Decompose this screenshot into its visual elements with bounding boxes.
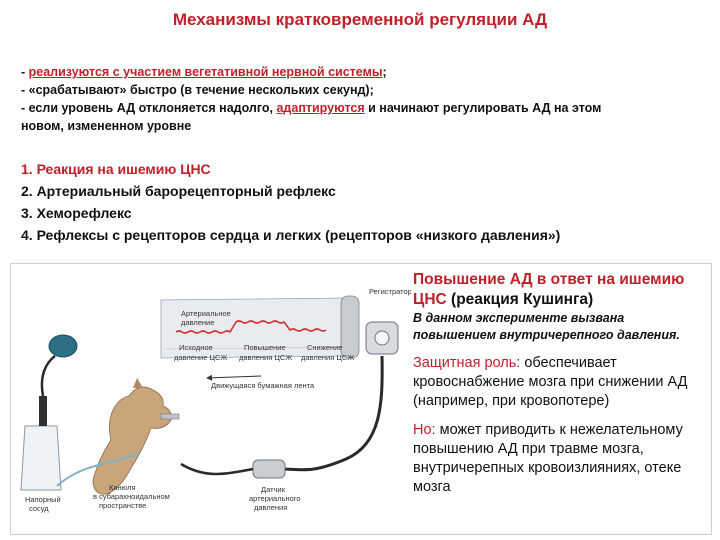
- sensor-label-3: давления: [254, 503, 287, 512]
- dog-icon: [92, 386, 172, 495]
- cushing-heading: Повышение АД в ответ на ишемию ЦНС (реак…: [413, 271, 685, 308]
- paper-label: Движущаяся бумажная лента: [211, 381, 315, 390]
- sensor-tube: [180, 462, 254, 476]
- vessel-label-1: Напорный: [25, 495, 61, 504]
- bulb-tube: [40, 355, 56, 397]
- cannula-label-2: в субарахноидальном: [93, 492, 170, 501]
- mechanism-item-3: 3. Хеморефлекс: [21, 205, 132, 221]
- experiment-diagram: Регистратор Артериальное давление Исходн…: [20, 287, 411, 513]
- decrease-label-1: Снижение: [307, 343, 342, 352]
- arterial-pressure-label-2: давление: [181, 318, 214, 327]
- bullet-2: - «срабатывают» быстро (в течение нескол…: [21, 83, 374, 97]
- arterial-tube: [280, 355, 384, 472]
- protective-role: Защитная роль: обеспечивает кровоснабжен…: [413, 355, 688, 409]
- increase-label-2: давления ЦСЖ: [239, 353, 292, 362]
- cannula-label-1: Канюля: [109, 483, 136, 492]
- bullet-3-continuation: новом, измененном уровне: [21, 119, 192, 133]
- pressure-vessel: [20, 425, 62, 491]
- cannula-tube: [56, 453, 140, 487]
- vessel-label-2: сосуд: [29, 504, 49, 513]
- mechanism-item-2: 2. Артериальный барорецепторный рефлекс: [21, 183, 336, 199]
- mechanism-list: 1. Реакция на ишемию ЦНС 2. Артериальный…: [21, 158, 711, 246]
- sensor-label-2: артериального: [249, 494, 301, 503]
- slide-title: Механизмы кратковременной регуляции АД: [172, 10, 548, 29]
- mechanism-item-4: 4. Рефлексы с рецепторов сердца и легких…: [21, 227, 561, 243]
- paper-arrow-icon: [206, 374, 262, 381]
- vessel-stopper: [39, 396, 47, 426]
- adverse-effect: Но: может приводить к нежелательному пов…: [413, 422, 683, 495]
- cannula-label-3: пространстве: [99, 501, 146, 510]
- cushing-description: Повышение АД в ответ на ишемию ЦНС (реак…: [413, 270, 709, 497]
- recorder-roll: [340, 295, 360, 359]
- baseline-label-1: Исходное: [179, 343, 213, 352]
- bullet-3-highlight: адаптируются: [276, 101, 365, 115]
- experiment-note: В данном эксперименте вызвана повышением…: [413, 311, 680, 342]
- cushing-panel: Регистратор Артериальное давление Исходн…: [10, 263, 712, 535]
- bullet-1-highlight: реализуются с участием вегетативной нерв…: [28, 65, 383, 79]
- increase-label-1: Повышение: [244, 343, 286, 352]
- pressure-trace: [175, 320, 327, 334]
- bullet-1: - реализуются с участием вегетативной не…: [21, 65, 387, 79]
- paper-baseline: [162, 346, 350, 350]
- sensor-label-1: Датчик: [261, 485, 286, 494]
- bullet-3: - если уровень АД отклоняется надолго, а…: [21, 101, 602, 115]
- intro-bullets: - реализуются с участием вегетативной не…: [21, 63, 711, 135]
- pump-bulb-icon: [48, 334, 78, 358]
- recorder-label: Регистратор: [369, 287, 411, 296]
- mechanism-item-1: 1. Реакция на ишемию ЦНС: [21, 161, 211, 177]
- arterial-pressure-label-1: Артериальное: [181, 309, 231, 318]
- decrease-label-2: давления ЦСЖ: [301, 353, 354, 362]
- head-clamp: [160, 413, 180, 420]
- baseline-label-2: давление ЦСЖ: [174, 353, 227, 362]
- dog-ear-icon: [133, 378, 143, 388]
- pressure-sensor: [252, 459, 286, 479]
- recorder-dial-icon: [374, 330, 390, 346]
